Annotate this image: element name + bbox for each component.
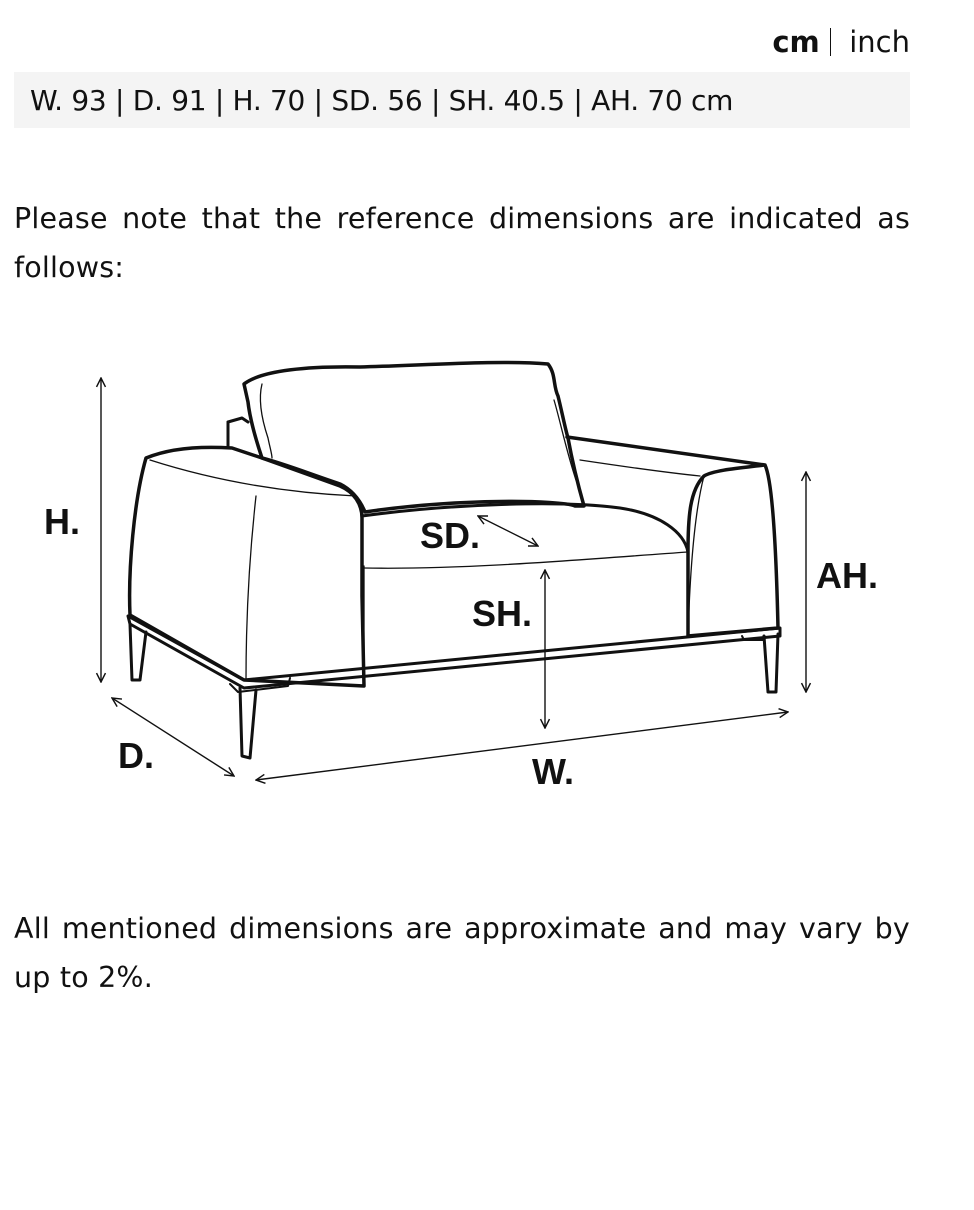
unit-inch-button[interactable]: inch	[849, 22, 910, 62]
label-width: W.	[532, 751, 574, 792]
dimension-lines	[101, 378, 806, 780]
armchair-dimension-diagram: H. SD. SH. AH. D. W.	[44, 360, 878, 792]
label-seat-height: SH.	[472, 593, 532, 634]
label-seat-depth: SD.	[420, 515, 480, 556]
reference-note: Please note that the reference dimension…	[14, 202, 910, 284]
label-height: H.	[44, 501, 80, 542]
armchair-drawing-icon	[126, 360, 782, 760]
unit-cm-button[interactable]: cm	[772, 22, 819, 62]
unit-toggle: cm inch	[772, 22, 910, 62]
approximation-disclaimer: All mentioned dimensions are approximate…	[14, 912, 910, 994]
dimensions-summary-text: W. 93 | D. 91 | H. 70 | SD. 56 | SH. 40.…	[30, 83, 734, 117]
unit-separator	[829, 28, 832, 56]
dimensions-summary-bar: W. 93 | D. 91 | H. 70 | SD. 56 | SH. 40.…	[14, 72, 910, 128]
label-arm-height: AH.	[816, 555, 878, 596]
label-depth: D.	[118, 735, 154, 776]
width-line	[256, 712, 788, 780]
depth-line	[112, 698, 234, 776]
seat-depth-line	[478, 516, 538, 546]
